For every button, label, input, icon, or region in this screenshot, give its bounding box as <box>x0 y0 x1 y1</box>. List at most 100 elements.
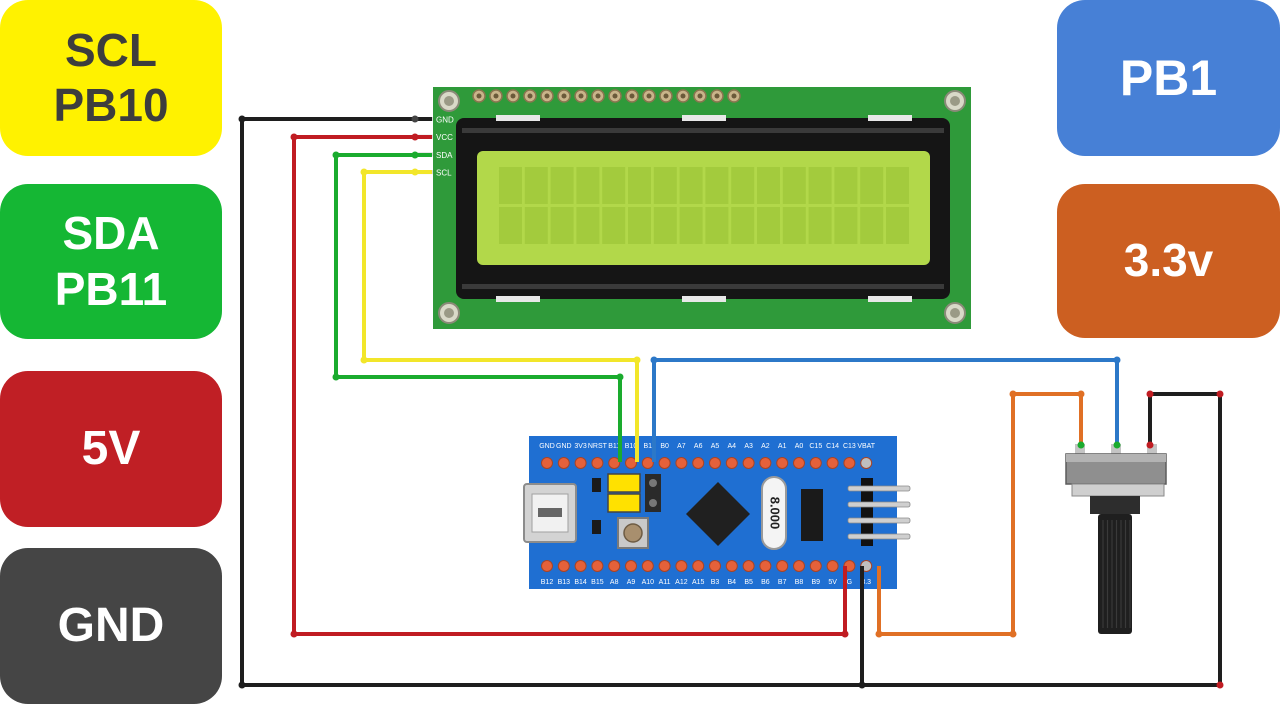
lcd-char-cell <box>757 167 780 204</box>
lcd-char-cell <box>653 167 677 204</box>
lcd-char-cell <box>834 207 858 244</box>
lcd-header-pad-hole <box>646 93 652 99</box>
pb1-label: PB1 <box>1057 0 1280 156</box>
wire-bend <box>238 681 246 689</box>
wire-end <box>1146 441 1154 449</box>
lcd-header-pad-hole <box>697 93 703 99</box>
board-top-pin <box>709 457 721 469</box>
voltage-regulator <box>801 489 823 541</box>
board-top-pin-label: NRST <box>588 443 608 450</box>
board-bottom-pin-label: B6 <box>761 579 770 586</box>
3v3-label: 3.3v <box>1057 184 1280 338</box>
board-bottom-pin <box>692 560 705 572</box>
gnd-label-text: GND <box>57 599 165 653</box>
lcd-char-cell <box>524 207 548 244</box>
board-bottom-pin-label: A12 <box>675 579 688 586</box>
board-bottom-pin-label: 3.3 <box>861 579 871 586</box>
board-bottom-pin-label: A10 <box>642 579 655 586</box>
lcd-header-pad-hole <box>731 93 737 99</box>
lcd-header-pad-hole <box>595 93 601 99</box>
wire-end <box>1077 441 1085 449</box>
lcd-mount-hole-center <box>950 308 960 318</box>
lcd-pin-label-vcc: VCC <box>436 133 453 142</box>
board-bottom-pin-label: B12 <box>541 579 554 586</box>
wire-end <box>411 151 419 159</box>
swd-pin <box>847 485 911 492</box>
lcd-char-cell <box>576 207 600 244</box>
board-top-pin <box>826 457 839 469</box>
lcd-char-cell <box>679 207 703 244</box>
wire-end <box>1113 441 1121 449</box>
wire-bend <box>360 356 368 364</box>
lcd-bezel-clip <box>496 296 540 302</box>
lcd-char-cell <box>628 207 651 244</box>
board-bottom-pin-label: B15 <box>591 579 604 586</box>
lcd-char-cell <box>550 207 574 244</box>
wire-bend <box>1009 630 1017 638</box>
lcd-char-cell <box>499 167 522 204</box>
lcd-char-cell <box>524 167 548 204</box>
board-bottom-pin <box>675 560 688 572</box>
pot-bushing <box>1090 496 1140 514</box>
reset-button-cap <box>623 523 643 543</box>
lcd-header-pad-hole <box>527 93 533 99</box>
swd-pin <box>847 501 911 508</box>
board-bottom-pin-label: 5V <box>828 579 837 586</box>
board-top-pin <box>759 457 772 469</box>
swd-pin <box>847 533 911 540</box>
pb1-signal-wire <box>652 358 1119 462</box>
5v-label-text: 5V <box>81 422 141 476</box>
lcd-char-cell <box>834 167 858 204</box>
board-bottom-pin <box>557 560 570 572</box>
wire-bend <box>290 133 298 141</box>
board-top-pin-label: C14 <box>826 443 839 450</box>
lcd-char-cell <box>886 207 909 244</box>
board-top-pin <box>725 457 738 469</box>
board-top-pin <box>608 457 621 469</box>
wire-bend <box>1146 390 1154 398</box>
pot-pin <box>1111 444 1121 458</box>
smd-resistor <box>592 520 601 534</box>
lcd-mount-hole-center <box>444 308 454 318</box>
board-bottom-pin-label: B3 <box>711 579 720 586</box>
board-top-pin-label: A6 <box>694 443 703 450</box>
wire-bend <box>1216 390 1224 398</box>
mcu-chip <box>686 482 750 546</box>
scl-label-line1: SCL <box>65 23 157 76</box>
lcd-pin-label-gnd: GND <box>436 116 454 125</box>
board-top-pin-label: A2 <box>761 443 770 450</box>
lcd-char-cell <box>731 207 755 244</box>
jumper-pin <box>649 479 657 487</box>
board-bottom-pin-label: B8 <box>795 579 804 586</box>
lcd-bezel-clip <box>868 115 912 121</box>
jumper-pin <box>649 499 657 507</box>
wire-end-dots <box>238 115 1224 689</box>
board-top-header <box>541 457 873 469</box>
lcd-bezel-clip <box>682 115 726 121</box>
boot1-jumper <box>607 493 641 513</box>
wire-bend <box>1113 356 1121 364</box>
swd-header-pins <box>847 485 911 540</box>
board-bottom-pin-label: B9 <box>812 579 821 586</box>
lcd-header-pads <box>472 89 741 103</box>
jumper-header <box>645 474 661 512</box>
board-top-pin-label: B1 <box>644 443 653 450</box>
lcd-char-cell <box>757 207 780 244</box>
board-bottom-pin <box>742 560 755 572</box>
pot-pin <box>1147 444 1157 458</box>
board-bottom-pin <box>725 560 738 572</box>
lcd-bezel-clip <box>496 115 540 121</box>
sda-pb11-label: SDA PB11 <box>0 184 222 339</box>
pot-shaft <box>1098 514 1132 634</box>
board-top-pin-label: 3V3 <box>574 443 587 450</box>
board-bottom-pin-label: B4 <box>728 579 737 586</box>
boot0-jumper <box>607 473 641 493</box>
board-bottom-pin <box>793 560 805 572</box>
wire-bend <box>1077 390 1085 398</box>
lcd-char-cell <box>705 207 729 244</box>
wire-bend <box>650 356 658 364</box>
gnd-label: GND <box>0 548 222 704</box>
3v3-label-text: 3.3v <box>1123 234 1214 287</box>
